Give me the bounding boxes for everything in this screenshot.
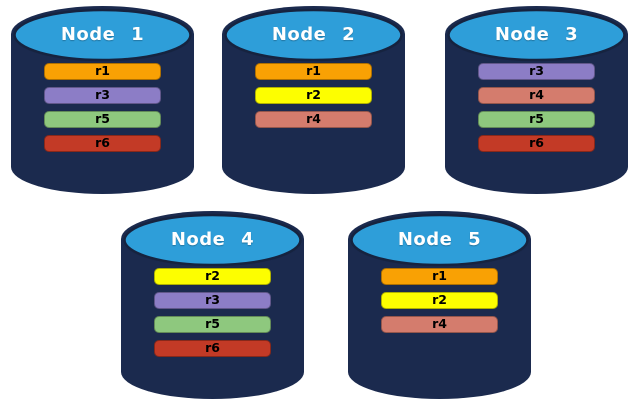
replica-bar-r1: r1 <box>381 268 498 285</box>
replica-bar-r2: r2 <box>154 268 271 285</box>
node-title: Node 2 <box>271 24 356 45</box>
node-cylinder-2: Node 2 r1 r2 r4 <box>221 4 406 196</box>
replica-bar-r6: r6 <box>154 340 271 357</box>
node-title: Node 5 <box>397 229 482 250</box>
node-title: Node 3 <box>494 24 579 45</box>
replica-list: r3 r4 r5 r6 <box>478 63 595 159</box>
replica-list: r1 r2 r4 <box>255 63 372 135</box>
replica-bar-r3: r3 <box>154 292 271 309</box>
replica-bar-r6: r6 <box>478 135 595 152</box>
replica-bar-r6: r6 <box>44 135 161 152</box>
replica-list: r2 r3 r5 r6 <box>154 268 271 364</box>
replica-bar-r3: r3 <box>478 63 595 80</box>
replica-bar-r4: r4 <box>381 316 498 333</box>
replica-bar-r5: r5 <box>154 316 271 333</box>
replica-bar-r1: r1 <box>44 63 161 80</box>
replica-bar-r5: r5 <box>44 111 161 128</box>
replica-bar-r3: r3 <box>44 87 161 104</box>
node-title: Node 4 <box>170 229 255 250</box>
node-cylinder-5: Node 5 r1 r2 r4 <box>347 209 532 401</box>
replica-list: r1 r2 r4 <box>381 268 498 340</box>
replica-list: r1 r3 r5 r6 <box>44 63 161 159</box>
replica-bar-r4: r4 <box>255 111 372 128</box>
replica-bar-r2: r2 <box>381 292 498 309</box>
node-cylinder-4: Node 4 r2 r3 r5 r6 <box>120 209 305 401</box>
replica-bar-r5: r5 <box>478 111 595 128</box>
node-title: Node 1 <box>60 24 145 45</box>
replica-bar-r1: r1 <box>255 63 372 80</box>
replica-bar-r2: r2 <box>255 87 372 104</box>
node-cylinder-3: Node 3 r3 r4 r5 r6 <box>444 4 629 196</box>
replica-bar-r4: r4 <box>478 87 595 104</box>
node-cylinder-1: Node 1 r1 r3 r5 r6 <box>10 4 195 196</box>
